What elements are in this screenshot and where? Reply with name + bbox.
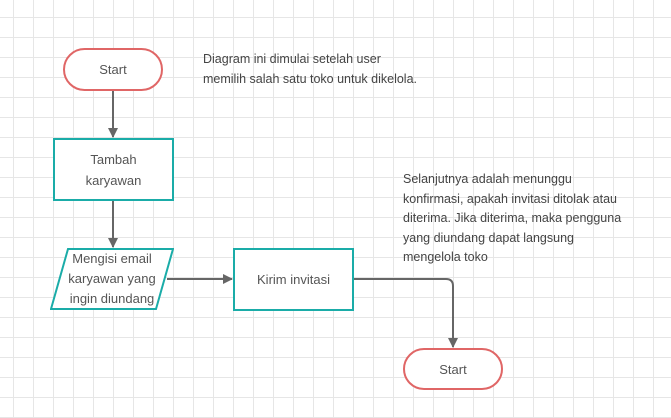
start-terminal-bottom[interactable]: Start bbox=[403, 348, 503, 390]
tambah-karyawan-box[interactable]: Tambah karyawan bbox=[53, 138, 174, 201]
note-diagram-start: Diagram ini dimulai setelah user memilih… bbox=[203, 52, 418, 86]
start-terminal-top[interactable]: Start bbox=[63, 48, 163, 91]
kirim-invitasi-label: Kirim invitasi bbox=[257, 272, 330, 287]
mengisi-email-box[interactable]: Mengisi email karyawan yang ingin diunda… bbox=[50, 248, 174, 310]
mengisi-email-label: Mengisi email karyawan yang ingin diunda… bbox=[68, 251, 156, 306]
tambah-karyawan-label: Tambah karyawan bbox=[85, 151, 142, 188]
note-waiting-confirmation: Selanjutnya adalah menunggu konfirmasi, … bbox=[403, 172, 622, 264]
start-label-bottom: Start bbox=[439, 361, 467, 377]
kirim-invitasi-box[interactable]: Kirim invitasi bbox=[233, 248, 354, 311]
parallelogram-shape bbox=[50, 248, 174, 310]
arrow-kirim-to-start bbox=[353, 278, 458, 348]
start-label-top: Start bbox=[99, 62, 127, 77]
